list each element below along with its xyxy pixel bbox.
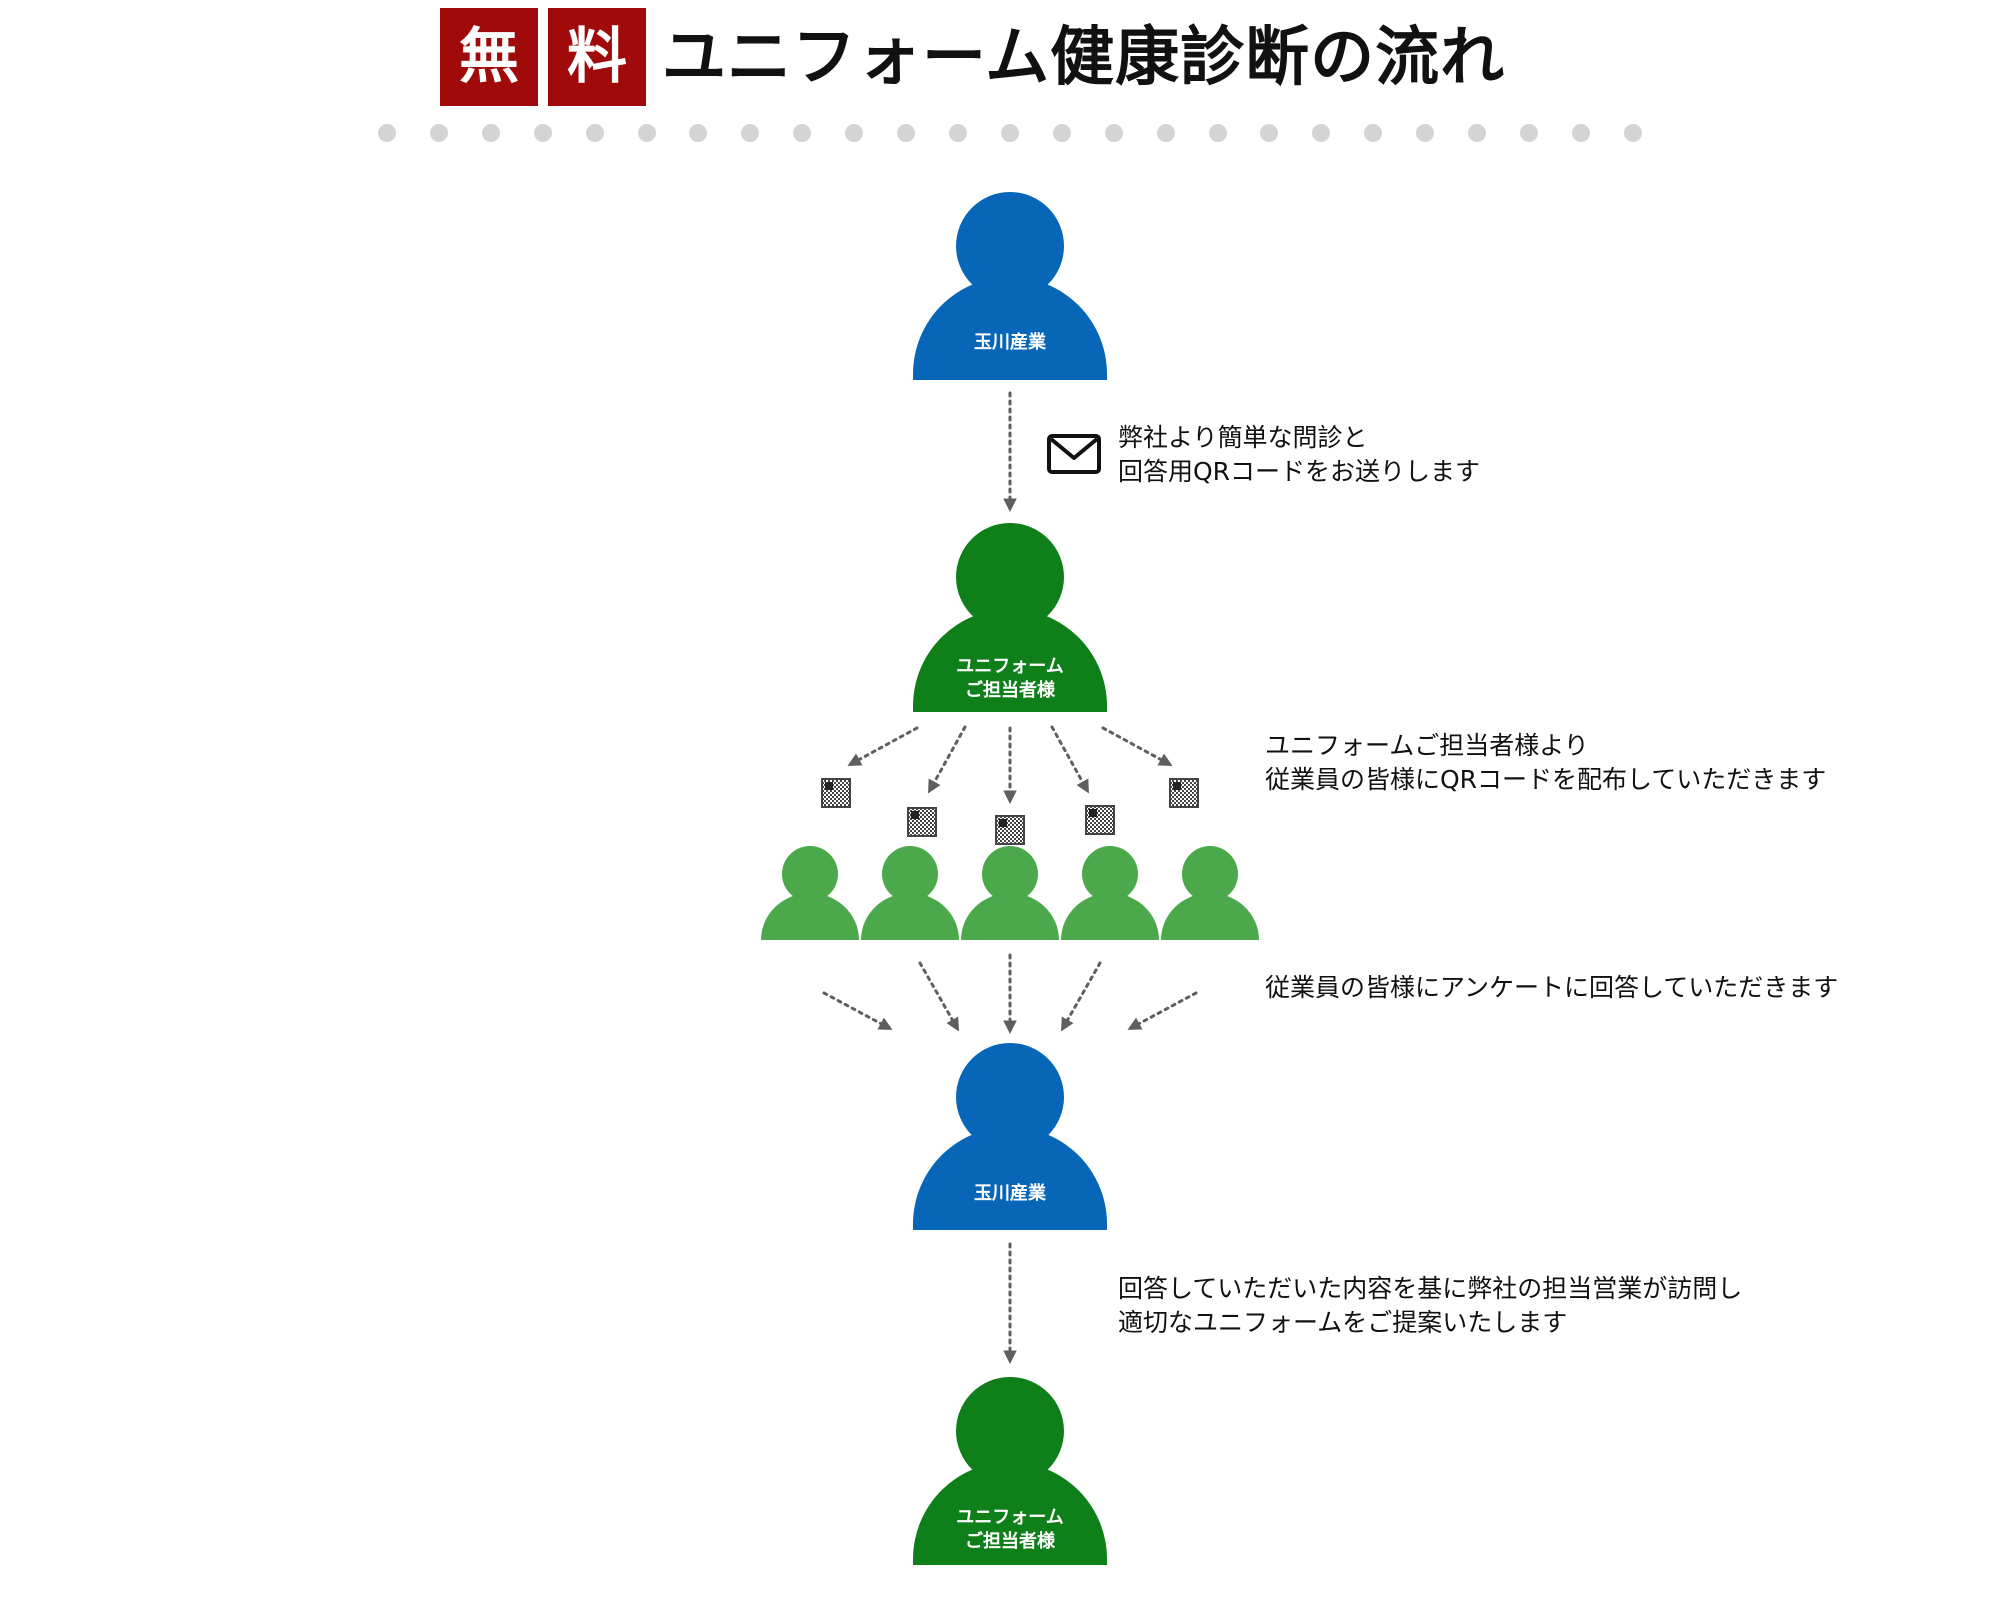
divider-dot bbox=[1000, 124, 1019, 142]
header: 無 料 ユニフォーム健康診断の流れ bbox=[0, 0, 2000, 150]
arrow bbox=[1101, 726, 1173, 766]
qr-code-icon bbox=[821, 778, 851, 808]
divider-dot bbox=[429, 124, 448, 142]
divider-dot bbox=[1156, 124, 1175, 142]
contact-label-line1: ユニフォーム bbox=[956, 1507, 1064, 1528]
person-icon bbox=[913, 1377, 1107, 1565]
step-2-line-1: ユニフォームご担当者様より bbox=[1265, 731, 1589, 760]
divider-dot bbox=[689, 124, 708, 142]
divider-dot bbox=[1468, 124, 1487, 142]
arrow bbox=[1127, 991, 1198, 1030]
employee-icon bbox=[1161, 846, 1259, 940]
divider-dot bbox=[1623, 124, 1642, 142]
employee-icon bbox=[1061, 846, 1159, 940]
divider-dot bbox=[1571, 124, 1590, 142]
employee-icon bbox=[761, 846, 859, 940]
step-2-description: ユニフォームご担当者様より 従業員の皆様にQRコードを配布していただきます bbox=[1265, 729, 1826, 797]
divider-dot bbox=[1312, 124, 1331, 142]
divider-dot bbox=[481, 124, 500, 142]
divider-dot bbox=[1104, 124, 1123, 142]
divider-dot bbox=[585, 124, 604, 142]
step-4-line-1: 回答していただいた内容を基に弊社の担当営業が訪問し bbox=[1118, 1274, 1743, 1303]
arrow bbox=[928, 725, 967, 794]
employee-icon bbox=[961, 846, 1059, 940]
step-1-description: 弊社より簡単な問診と 回答用QRコードをお送りします bbox=[1118, 421, 1480, 489]
divider-dot bbox=[378, 124, 396, 142]
employee-icon bbox=[861, 846, 959, 940]
dotted-divider bbox=[378, 124, 1642, 144]
free-badge-2: 料 bbox=[548, 8, 646, 106]
divider-dot bbox=[1519, 124, 1538, 142]
divider-dot bbox=[1260, 124, 1279, 142]
step-1-line-2: 回答用QRコードをお送りします bbox=[1118, 457, 1481, 486]
arrow bbox=[1050, 725, 1089, 794]
step-2-line-2: 従業員の皆様にQRコードを配布していただきます bbox=[1265, 765, 1827, 794]
person-icon bbox=[913, 1043, 1107, 1230]
contact-label-line1: ユニフォーム bbox=[956, 656, 1064, 677]
divider-dot bbox=[1208, 124, 1227, 142]
step-1-line-1: 弊社より簡単な問診と bbox=[1118, 423, 1368, 452]
arrow bbox=[1060, 961, 1102, 1032]
qr-code-icon bbox=[995, 815, 1025, 845]
contact-label-line2: ご担当者様 bbox=[965, 680, 1055, 701]
divider-dot bbox=[1364, 124, 1383, 142]
arrow bbox=[847, 726, 919, 766]
page-title: ユニフォーム健康診断の流れ bbox=[662, 21, 1506, 95]
divider-dot bbox=[533, 124, 552, 142]
divider-dot bbox=[845, 124, 864, 142]
divider-dot bbox=[1416, 124, 1435, 142]
qr-code-icon bbox=[1169, 778, 1199, 808]
person-icon bbox=[913, 192, 1107, 380]
step-4-description: 回答していただいた内容を基に弊社の担当営業が訪問し 適切なユニフォームをご提案い… bbox=[1118, 1272, 1742, 1340]
divider-dot bbox=[897, 124, 916, 142]
company-label: 玉川産業 bbox=[974, 332, 1046, 353]
divider-dot bbox=[741, 124, 760, 142]
divider-dot bbox=[948, 124, 967, 142]
company-label: 玉川産業 bbox=[974, 1183, 1046, 1204]
envelope-icon bbox=[1047, 434, 1101, 474]
contact-label-line2: ご担当者様 bbox=[965, 1531, 1055, 1552]
qr-code-icon bbox=[907, 807, 937, 837]
arrow bbox=[918, 961, 960, 1032]
divider-dot bbox=[1052, 124, 1071, 142]
arrow bbox=[822, 991, 893, 1030]
step-3-description: 従業員の皆様にアンケートに回答していただきます bbox=[1265, 971, 1838, 1005]
free-badge-1: 無 bbox=[440, 8, 538, 106]
person-icon bbox=[913, 523, 1107, 712]
divider-dot bbox=[637, 124, 656, 142]
divider-dot bbox=[793, 124, 812, 142]
qr-code-icon bbox=[1085, 805, 1115, 835]
step-3-line-1: 従業員の皆様にアンケートに回答していただきます bbox=[1265, 973, 1839, 1002]
step-4-line-2: 適切なユニフォームをご提案いたします bbox=[1118, 1308, 1568, 1337]
